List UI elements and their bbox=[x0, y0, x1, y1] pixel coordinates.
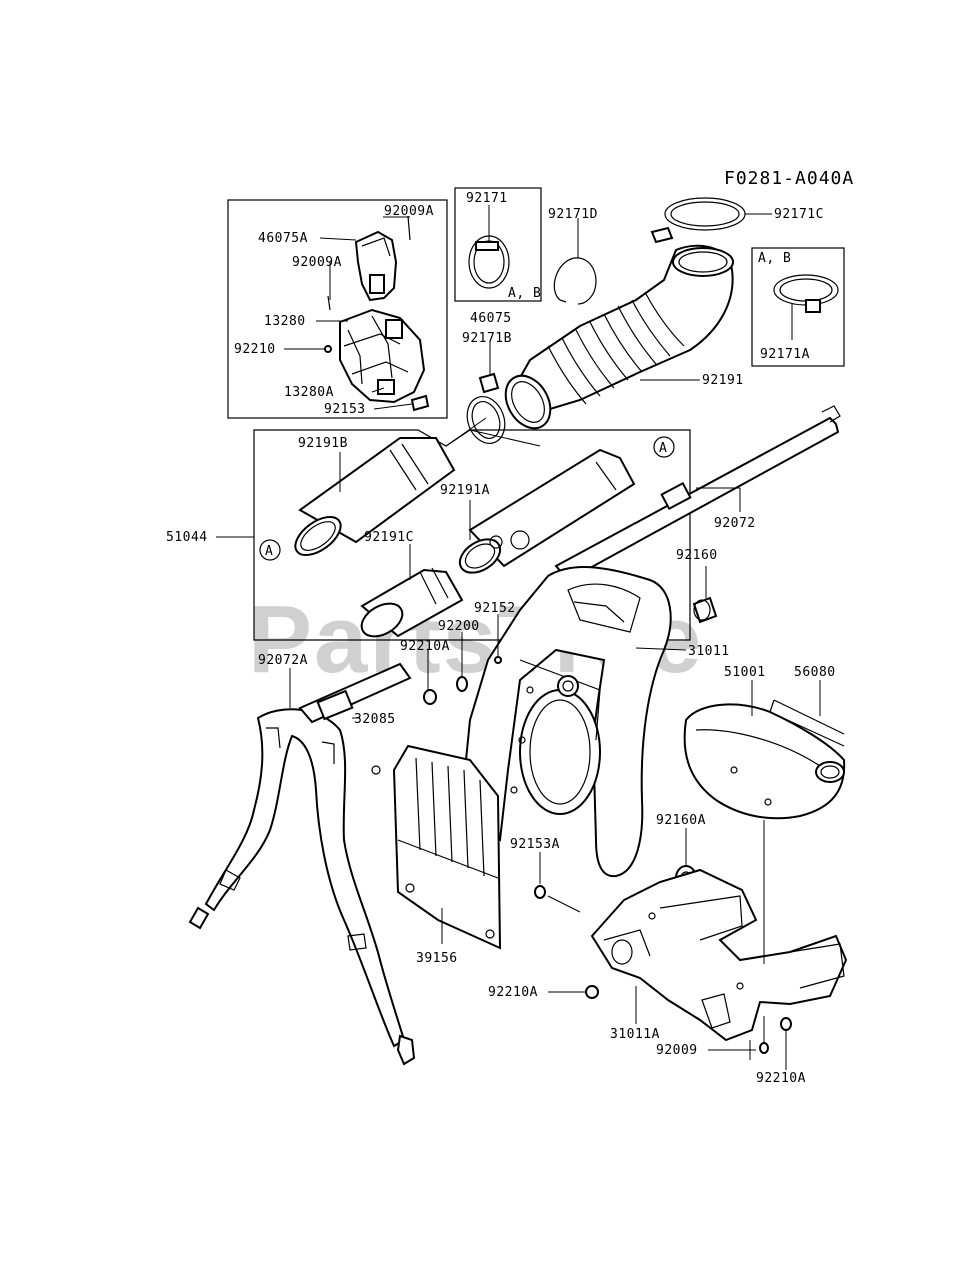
clamp-92171-box bbox=[454, 187, 542, 302]
hose-clamp-92171[interactable] bbox=[468, 205, 510, 289]
label-92191[interactable]: 92191 bbox=[702, 373, 744, 388]
label-92072[interactable]: 92072 bbox=[714, 516, 756, 531]
label-92009A-mid[interactable]: 92009A bbox=[292, 255, 342, 270]
clamp-assembly[interactable] bbox=[324, 215, 430, 412]
label-56080[interactable]: 56080 bbox=[794, 665, 836, 680]
snap-ring-92171D[interactable] bbox=[553, 218, 597, 305]
nut-92210A-bottom[interactable] bbox=[780, 1017, 792, 1070]
label-46075[interactable]: 46075 bbox=[470, 311, 512, 326]
label-92152[interactable]: 92152 bbox=[474, 601, 516, 616]
shoulder-strap-92072A[interactable] bbox=[188, 662, 416, 1066]
label-92191C[interactable]: 92191C bbox=[364, 530, 414, 545]
label-92160A[interactable]: 92160A bbox=[656, 813, 706, 828]
label-32085[interactable]: 32085 bbox=[354, 712, 396, 727]
clamp-detail-box bbox=[227, 199, 448, 419]
callout-a-1: A bbox=[259, 539, 281, 561]
label-46075A[interactable]: 46075A bbox=[258, 231, 308, 246]
clamp-92171A-box bbox=[751, 247, 845, 367]
hose-clamp-92171C[interactable] bbox=[650, 197, 772, 244]
fuel-tank-51001[interactable] bbox=[683, 680, 846, 820]
label-92171A[interactable]: 92171A bbox=[760, 347, 810, 362]
svg-text:A: A bbox=[265, 544, 273, 559]
screw-92009[interactable] bbox=[708, 820, 769, 1060]
label-13280[interactable]: 13280 bbox=[264, 314, 306, 329]
label-92153[interactable]: 92153 bbox=[324, 402, 366, 417]
backpack-frame-31011[interactable] bbox=[458, 566, 687, 878]
label-92200[interactable]: 92200 bbox=[438, 619, 480, 634]
label-92171C[interactable]: 92171C bbox=[774, 207, 824, 222]
label-92009[interactable]: 92009 bbox=[656, 1043, 698, 1058]
label-92072A[interactable]: 92072A bbox=[258, 653, 308, 668]
label-92191A[interactable]: 92191A bbox=[440, 483, 490, 498]
svg-text:A: A bbox=[659, 441, 667, 456]
label-31011[interactable]: 31011 bbox=[688, 644, 730, 659]
label-92210A-upper[interactable]: 92210A bbox=[400, 639, 450, 654]
hose-clamp-92171B[interactable] bbox=[461, 342, 511, 449]
base-frame-31011A[interactable] bbox=[590, 868, 848, 1042]
hose-clamp-92171A[interactable] bbox=[773, 274, 839, 340]
label-51044[interactable]: 51044 bbox=[166, 530, 208, 545]
label-92153A[interactable]: 92153A bbox=[510, 837, 560, 852]
label-92160[interactable]: 92160 bbox=[676, 548, 718, 563]
label-39156[interactable]: 39156 bbox=[416, 951, 458, 966]
label-sticker-56080[interactable] bbox=[769, 680, 845, 747]
label-92171B[interactable]: 92171B bbox=[462, 331, 512, 346]
pipe-92191A[interactable] bbox=[454, 448, 636, 580]
label-92171D[interactable]: 92171D bbox=[548, 207, 598, 222]
label-31011A[interactable]: 31011A bbox=[610, 1027, 660, 1042]
label-92171A-ab: A, B bbox=[758, 251, 791, 266]
grommet-92160[interactable] bbox=[692, 566, 718, 624]
clamp-leaders bbox=[284, 216, 413, 410]
label-92210[interactable]: 92210 bbox=[234, 342, 276, 357]
label-92210A-lower[interactable]: 92210A bbox=[488, 985, 538, 1000]
label-92191B[interactable]: 92191B bbox=[298, 436, 348, 451]
label-92210A-bottom[interactable]: 92210A bbox=[756, 1071, 806, 1086]
flex-hose-92191[interactable] bbox=[497, 244, 734, 437]
label-92171[interactable]: 92171 bbox=[466, 191, 508, 206]
diagram-code: F0281-A040A bbox=[724, 168, 854, 189]
label-92171-ab: A, B bbox=[508, 286, 541, 301]
bolt-92153A[interactable] bbox=[534, 852, 581, 913]
callout-a-2: A bbox=[653, 436, 675, 458]
nut-92210A-lower[interactable] bbox=[548, 985, 599, 999]
label-92009A-top[interactable]: 92009A bbox=[384, 204, 434, 219]
hardware-stack[interactable] bbox=[423, 614, 502, 705]
label-51001[interactable]: 51001 bbox=[724, 665, 766, 680]
nozzle-92191C[interactable] bbox=[356, 567, 464, 643]
pipe-92191B[interactable] bbox=[289, 437, 456, 563]
label-13280A[interactable]: 13280A bbox=[284, 385, 334, 400]
pipe-group-outline bbox=[253, 429, 691, 641]
back-pad-39156[interactable] bbox=[371, 744, 502, 950]
